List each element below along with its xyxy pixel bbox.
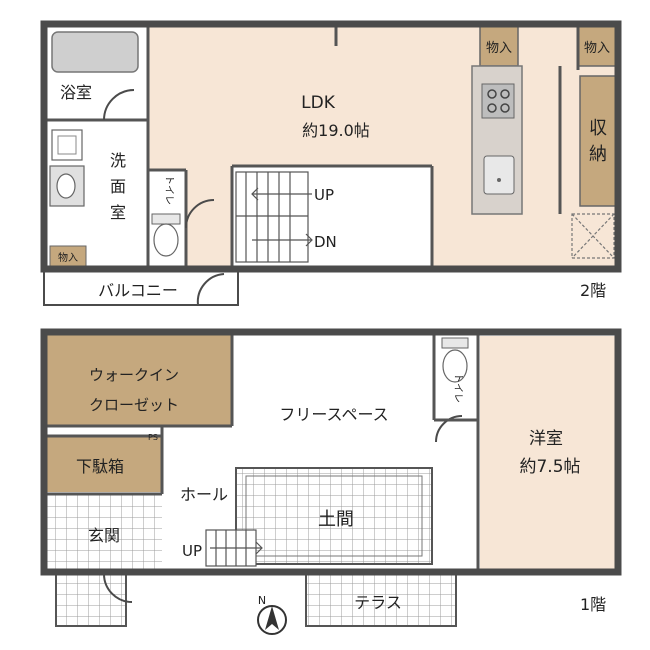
bath-label: 浴室	[60, 83, 92, 102]
floor2-label: 2階	[580, 281, 606, 300]
stair-down-label-2f: DN	[314, 233, 337, 251]
terrace	[305, 573, 457, 627]
wash-basin-icon	[49, 165, 85, 207]
stairs-1f	[205, 529, 263, 567]
balcony-label: バルコニー	[98, 281, 178, 300]
outer-wall-1f	[40, 328, 622, 576]
storage-label-2: 納	[589, 144, 607, 165]
toilet-label-2f: トイレ	[163, 175, 174, 205]
terrace-label: テラス	[354, 593, 402, 612]
stair-up-label-2f: UP	[314, 186, 334, 204]
walkin-label-1: ウォークイン	[89, 366, 179, 384]
north-label: N	[258, 594, 266, 607]
toilet-icon-1f	[441, 337, 469, 383]
shoe-box	[46, 436, 162, 492]
floor1-label: 1階	[580, 595, 606, 614]
doma-floor	[235, 467, 433, 565]
western-room-label: 洋室	[529, 429, 563, 449]
storage-top-left	[479, 25, 519, 67]
balcony-door	[196, 273, 225, 306]
ldk-label: LDK	[301, 93, 336, 113]
storage-top-left-label: 物入	[486, 41, 512, 56]
toilet-label-1f: トイレ	[452, 373, 463, 403]
toilet-icon	[151, 213, 181, 257]
stair-up-label-1f: UP	[182, 542, 202, 560]
first-floor	[40, 328, 622, 627]
porch	[55, 573, 127, 627]
balcony	[43, 268, 239, 306]
entrance-floor	[46, 494, 162, 570]
entrance-label: 玄関	[88, 526, 120, 545]
sink-icon	[483, 155, 515, 195]
refrigerator-space	[571, 213, 615, 259]
walkin-closet	[46, 334, 232, 426]
storage-small-label: 物入	[58, 251, 78, 264]
walkin-label-2: クローゼット	[89, 396, 179, 414]
storage-top-right-label: 物入	[584, 41, 610, 56]
stairs-2f	[235, 171, 313, 263]
second-floor	[40, 20, 622, 306]
north-arrow-icon	[257, 605, 287, 635]
bathtub-icon	[51, 31, 139, 73]
free-space-label: フリースペース	[279, 405, 388, 424]
labels: LDK 約19.0帖 浴室 洗 面 室 トイレ 物入 物入 物入 収 納 バルコ…	[58, 41, 610, 614]
storage-label-1: 収	[589, 118, 607, 139]
ldk-size: 約19.0帖	[302, 121, 370, 140]
washroom-label-3: 室	[110, 203, 126, 222]
washroom-label-1: 洗	[110, 151, 126, 170]
washroom-label-2: 面	[110, 177, 126, 196]
western-room-size: 約7.5帖	[519, 457, 580, 477]
doma-label: 土間	[318, 509, 354, 530]
bath-door	[103, 89, 135, 121]
outer-wall-2f	[40, 20, 622, 273]
shoe-box-label: 下駄箱	[76, 457, 124, 476]
storage-right	[579, 75, 617, 207]
ps-label: PS	[148, 433, 158, 442]
western-room-floor	[480, 336, 616, 570]
washing-machine-icon	[51, 129, 83, 161]
stove-icon	[481, 83, 515, 119]
hall-label: ホール	[180, 485, 228, 504]
toilet-door	[185, 199, 215, 229]
